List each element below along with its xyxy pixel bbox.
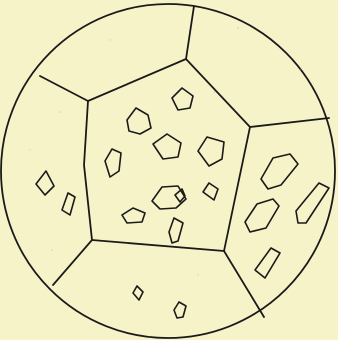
field-of-view-circle <box>1 4 335 338</box>
crystal <box>169 218 183 243</box>
crystal <box>198 137 224 166</box>
crystal <box>245 199 279 232</box>
crystal <box>62 193 75 215</box>
crystal <box>36 171 54 195</box>
crystal <box>127 108 151 134</box>
cell-wall-lower <box>92 240 264 317</box>
crystal <box>261 154 298 189</box>
cell-wall-upper-right <box>186 59 329 127</box>
cell-wall-upper <box>40 6 194 101</box>
cell-wall-lower-left <box>53 240 92 285</box>
crystal <box>203 183 218 200</box>
crystal <box>172 88 193 110</box>
cell-wall-center-right <box>224 127 250 251</box>
crystal <box>174 302 186 318</box>
crystal <box>133 286 143 300</box>
crystal <box>153 134 181 159</box>
cell-wall-center-left <box>84 101 92 240</box>
crystal <box>296 183 329 223</box>
crystal <box>105 149 121 177</box>
crystal <box>255 248 280 278</box>
crystal <box>122 208 145 223</box>
